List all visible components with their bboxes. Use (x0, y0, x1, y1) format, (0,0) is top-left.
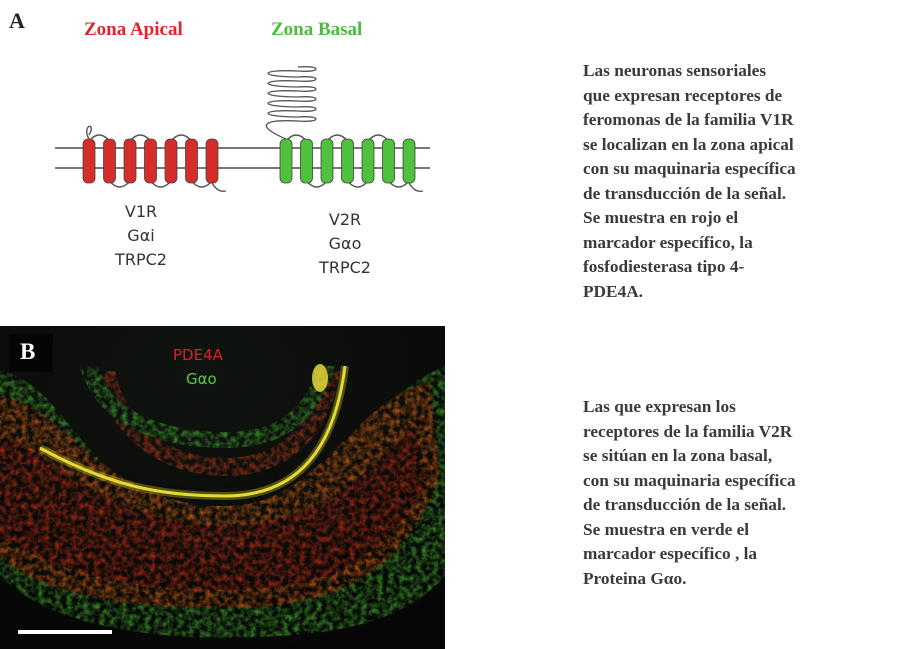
v1r-helix (103, 138, 116, 184)
caption-paragraph-2-line: se sitúan en la zona basal, (583, 446, 773, 465)
caption-paragraph-1-line: de transducción de la señal. (583, 183, 787, 203)
caption-paragraph-1: Las neuronas sensoriales que expresan rec… (583, 59, 903, 304)
caption-paragraph-1-line: Las neuronas sensoriales (583, 61, 767, 80)
panel-b-letter: B (20, 339, 36, 364)
v1r-receptor-label: V1R (124, 202, 158, 221)
v2r-helix (382, 138, 395, 184)
fluorescence-micrograph (0, 326, 445, 649)
inner-lamina-red (95, 371, 340, 476)
caption-paragraph-1-line: con su maquinaria específica (583, 159, 796, 178)
v1r-channel-label: TRPC2 (115, 250, 167, 269)
v1r-helix (144, 138, 157, 184)
yellow-interface-line (39, 365, 347, 498)
v2r-c-terminus (408, 182, 424, 193)
caption-paragraph-1-line: marcador específico, la (583, 232, 753, 252)
tissue-layers (0, 366, 445, 638)
caption-paragraph-1-line: que expresan receptores de (583, 85, 783, 105)
v1r-n-terminus (86, 125, 92, 140)
v1r-helix (123, 138, 137, 184)
yellow-interface-glow (38, 365, 349, 501)
caption-paragraph-2-line: de transducción de la señal. (583, 495, 787, 514)
caption-paragraph-2-line: Las que expresan los (583, 397, 736, 416)
panel-a-letter: A (9, 8, 25, 33)
receptor-diagram (55, 66, 430, 193)
v1r-receptor (55, 125, 258, 193)
red-layer (0, 426, 425, 590)
zone-basal-title: Zona Basal (271, 19, 363, 40)
inner-lamina-green (80, 366, 335, 448)
caption-paragraph-2: Las que expresan los receptores de la fam… (583, 395, 903, 591)
v2r-helix (320, 138, 334, 184)
caption-paragraph-2-line: receptores de la familia V2R (583, 421, 793, 441)
v2r-venus-flytrap-domain (265, 66, 317, 140)
stain-label-pde4a: PDE4A (173, 346, 223, 364)
v1r-helix (82, 138, 96, 184)
v1r-label-group: V1R Gαi TRPC2 (86, 200, 196, 272)
caption-paragraph-2-line: Proteina Gαo. (583, 568, 687, 588)
v1r-g-protein-label: Gαi (127, 226, 155, 245)
v2r-helix (279, 138, 293, 184)
v1r-helix (164, 138, 178, 184)
v1r-helix (185, 138, 198, 184)
v1r-helix (205, 138, 219, 184)
caption-paragraph-1-line: PDE4A. (583, 281, 644, 301)
caption-paragraph-1-line: feromonas de la familia V1R (583, 110, 794, 129)
yellow-spot (312, 364, 328, 392)
stain-label-gao: Gαo (186, 370, 217, 388)
v2r-receptor-label: V2R (328, 210, 362, 229)
caption-paragraph-2-line: con su maquinaria específica (583, 470, 796, 490)
v2r-channel-label: TRPC2 (319, 258, 371, 277)
v2r-helix (361, 138, 375, 184)
caption-paragraph-1-line: Se muestra en rojo el (583, 208, 739, 227)
v2r-label-group: V2R Gαo TRPC2 (290, 208, 400, 280)
v2r-helix (300, 138, 313, 184)
caption-paragraph-2-line: marcador específico , la (583, 544, 758, 563)
caption-paragraph-1-line: fosfodiesterasa tipo 4- (583, 257, 745, 276)
v2r-g-protein-label: Gαo (328, 234, 362, 253)
v1r-c-terminus (211, 182, 227, 193)
zone-apical-title: Zona Apical (84, 19, 183, 40)
scale-bar (18, 630, 112, 634)
caption-paragraph-2-line: Se muestra en verde el (583, 519, 750, 539)
v2r-helix (402, 138, 416, 184)
v2r-helix (341, 138, 354, 184)
letter-b-box (9, 334, 53, 372)
caption-paragraph-1-line: se localizan en la zona apical (583, 134, 794, 154)
v2r-receptor (252, 66, 430, 193)
